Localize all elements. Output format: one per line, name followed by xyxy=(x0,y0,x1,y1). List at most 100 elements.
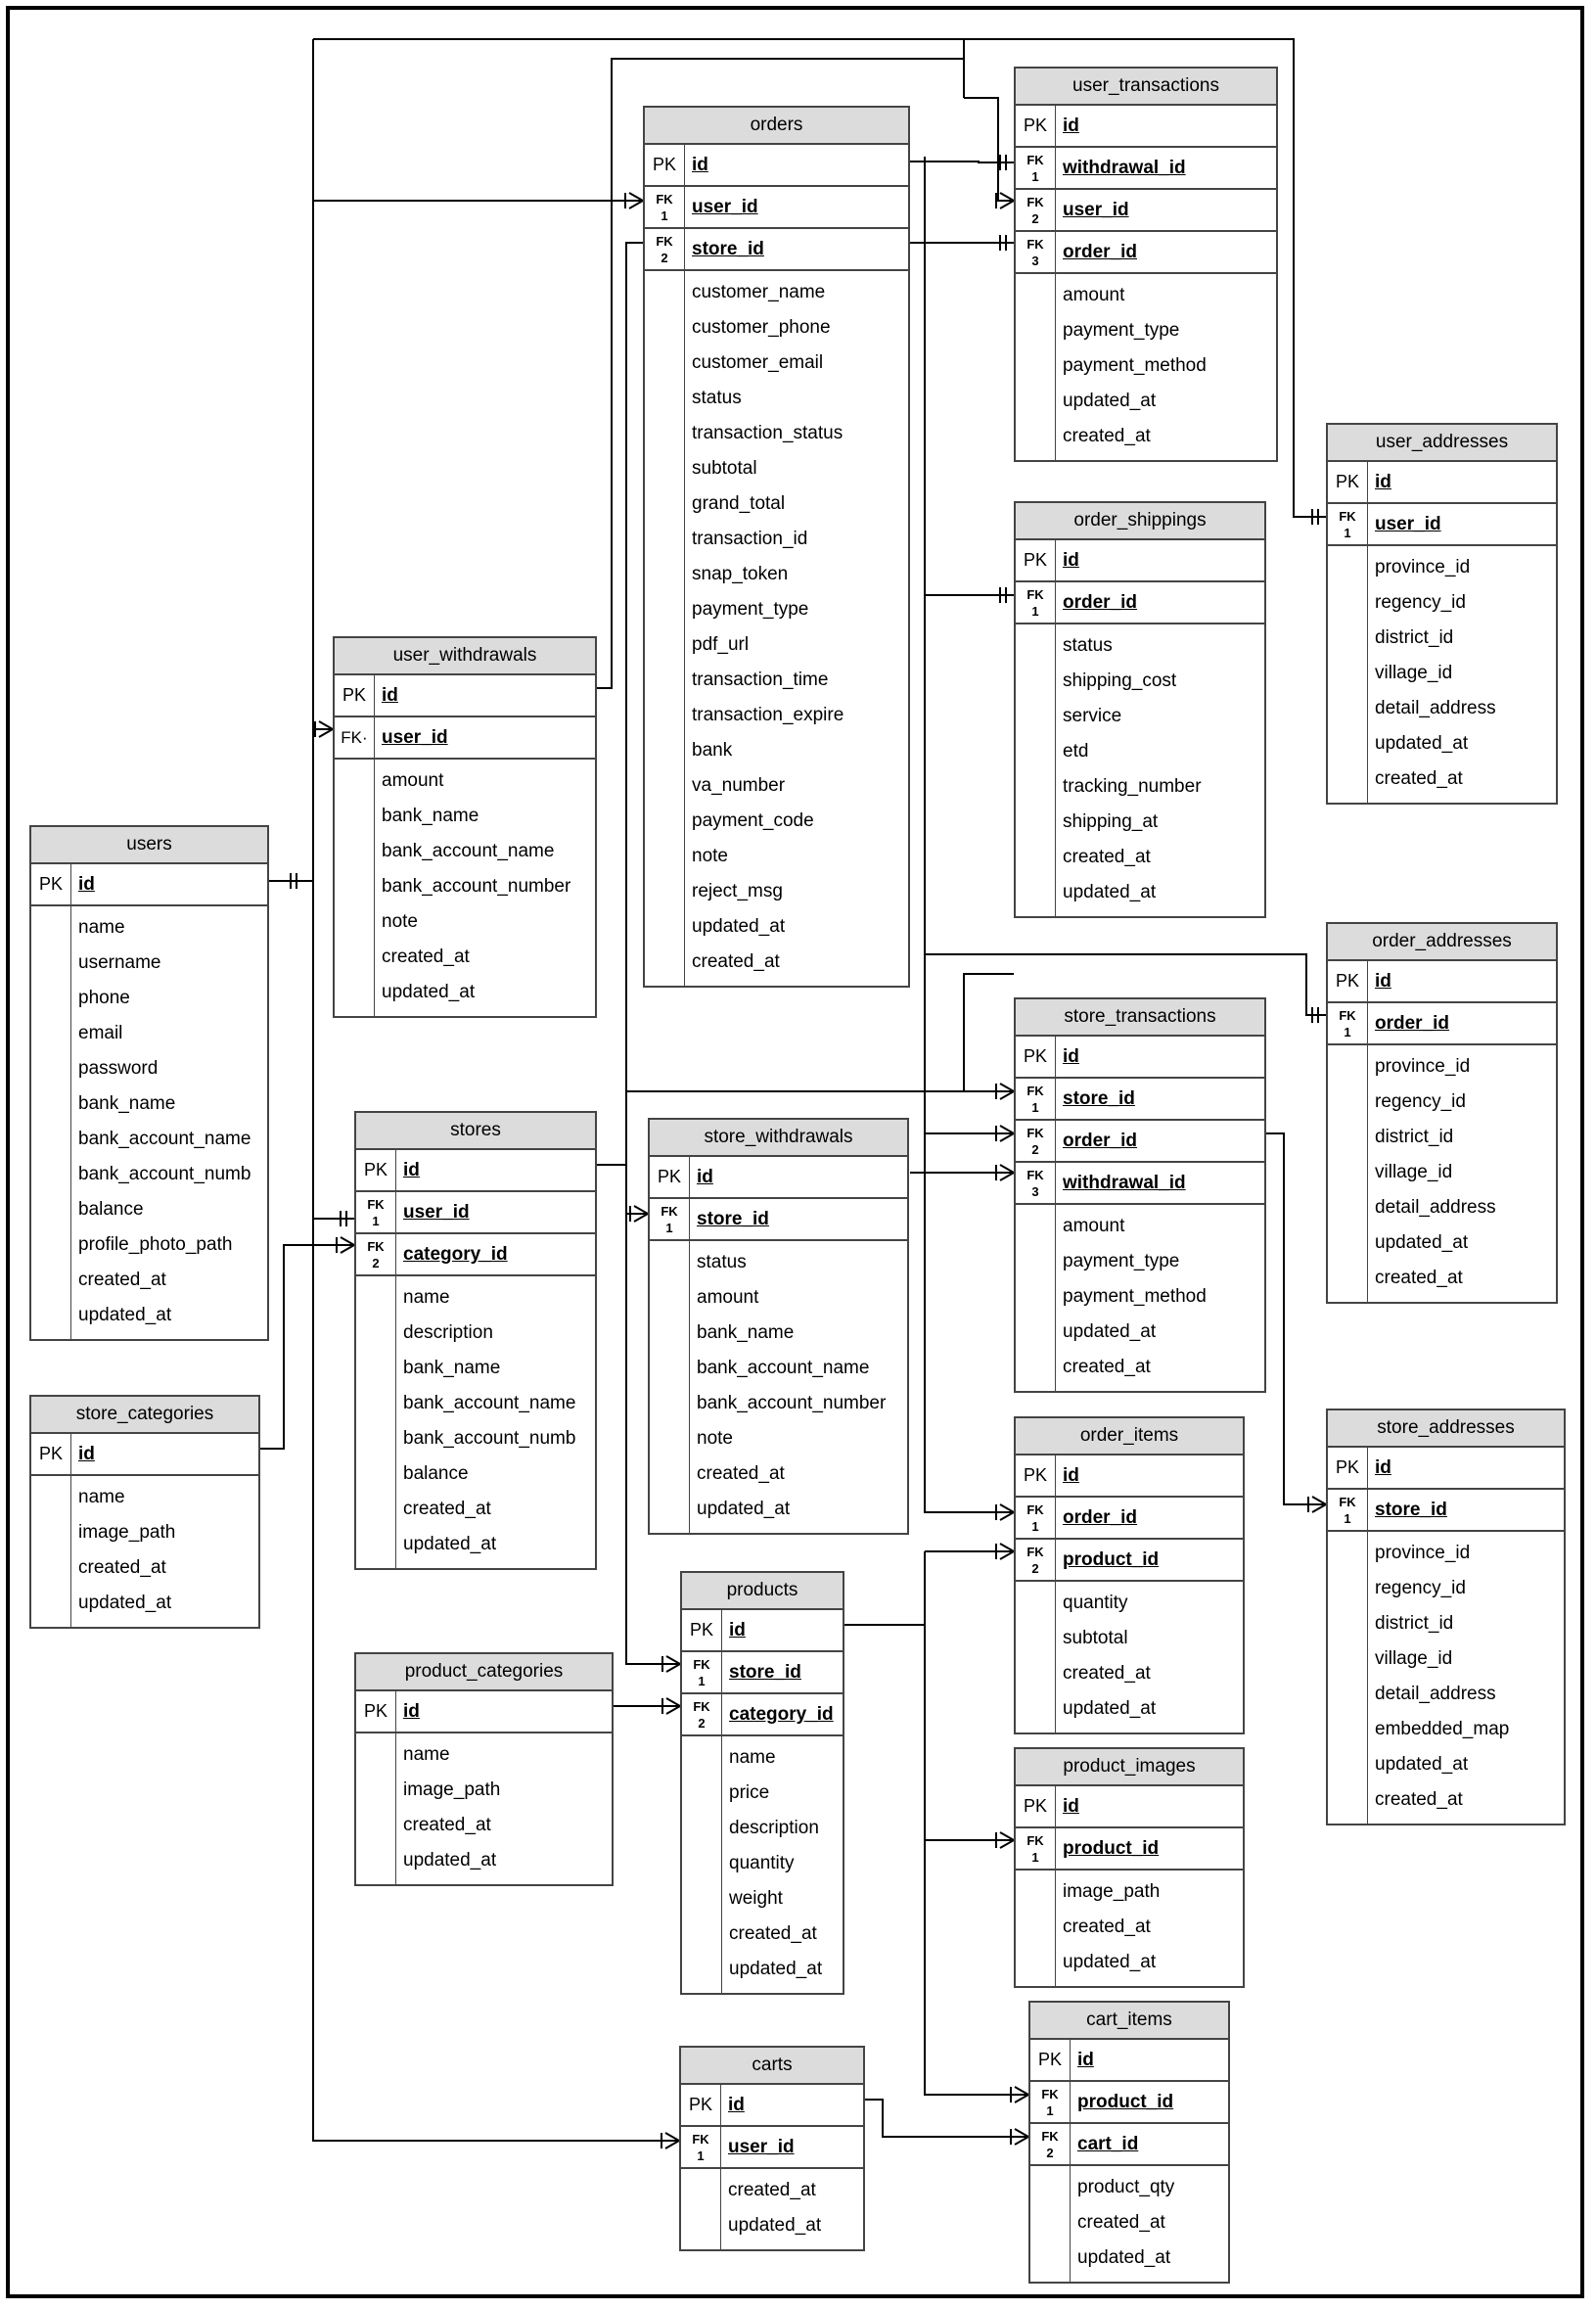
attribute-row: bank xyxy=(645,733,908,768)
field-name: customer_phone xyxy=(692,317,831,338)
field-name: district_id xyxy=(1375,1127,1454,1147)
attribute-row: amount xyxy=(335,763,595,799)
relationship-line xyxy=(865,2099,1028,2138)
table-title: store_withdrawals xyxy=(650,1120,907,1157)
field-name: image_path xyxy=(403,1779,501,1800)
table-title: order_shippings xyxy=(1016,503,1264,540)
attribute-row: created_at xyxy=(31,1550,258,1586)
field-name: shipping_cost xyxy=(1063,670,1177,691)
table-title: user_withdrawals xyxy=(335,638,595,675)
relationship-line xyxy=(313,38,965,98)
relationship-line xyxy=(633,1213,649,1223)
attribute-row: village_id xyxy=(1328,1641,1564,1677)
field-name: created_at xyxy=(1375,768,1463,789)
attribute-row: village_id xyxy=(1328,656,1556,691)
field-name: name xyxy=(403,1744,450,1765)
field-name: updated_at xyxy=(1063,1321,1157,1342)
attribute-row: name xyxy=(356,1737,612,1773)
attribute-row: bank_account_number xyxy=(335,869,595,904)
field-name: customer_name xyxy=(692,282,826,302)
attribute-row: transaction_expire xyxy=(645,698,908,733)
field-name: description xyxy=(403,1322,493,1343)
table-title: store_transactions xyxy=(1016,999,1264,1037)
key-label: PK xyxy=(652,155,676,174)
field-name: created_at xyxy=(1077,2212,1165,2233)
field-name: bank_name xyxy=(78,1093,176,1114)
attribute-row: updated_at xyxy=(650,1492,907,1527)
field-name: bank_account_number xyxy=(697,1393,887,1413)
attribute-row: subtotal xyxy=(1016,1621,1243,1656)
attribute-row: regency_id xyxy=(1328,1085,1556,1120)
field-name: cart_id xyxy=(1077,2134,1139,2154)
key-label: PK xyxy=(657,1167,681,1186)
attribute-row: image_path xyxy=(356,1773,612,1808)
field-name: updated_at xyxy=(1375,733,1469,754)
attribute-row: created_at xyxy=(1030,2205,1228,2241)
attribute-row: username xyxy=(31,946,267,981)
relationship-line xyxy=(924,157,1014,1513)
attribute-row: customer_name xyxy=(645,275,908,310)
attribute-row: customer_email xyxy=(645,346,908,381)
relationship-line xyxy=(999,1543,1015,1552)
field-name: product_id xyxy=(1063,1549,1160,1570)
field-name: created_at xyxy=(403,1499,491,1519)
relationship-line xyxy=(664,2140,680,2149)
attribute-row: updated_at xyxy=(1328,726,1556,762)
attribute-row: created_at xyxy=(1016,1910,1243,1945)
attribute-row: updated_at xyxy=(1328,1747,1564,1782)
field-name: withdrawal_id xyxy=(1063,1173,1186,1193)
field-name: category_id xyxy=(729,1704,834,1725)
attribute-row: image_path xyxy=(1016,1874,1243,1910)
relationship-line xyxy=(999,1164,1015,1174)
relationship-line xyxy=(999,1511,1015,1521)
attribute-row: district_id xyxy=(1328,1120,1556,1155)
field-name: reject_msg xyxy=(692,881,783,901)
attribute-row: bank_name xyxy=(335,799,595,834)
field-name: pdf_url xyxy=(692,634,750,655)
field-name: note xyxy=(697,1428,733,1449)
attribute-row: created_at xyxy=(681,2173,863,2208)
table-title: orders xyxy=(645,108,908,145)
attribute-row: updated_at xyxy=(356,1843,612,1878)
table-title: user_addresses xyxy=(1328,425,1556,462)
field-name: payment_code xyxy=(692,810,814,831)
field-name: grand_total xyxy=(692,493,786,514)
relationship-line xyxy=(597,58,964,689)
attribute-row: created_at xyxy=(1016,840,1264,875)
attribute-row: payment_method xyxy=(1016,348,1276,384)
attribute-row: balance xyxy=(356,1456,595,1492)
field-name: transaction_expire xyxy=(692,705,844,725)
field-name: id xyxy=(1375,971,1391,992)
field-name: updated_at xyxy=(78,1593,172,1613)
field-name: password xyxy=(78,1058,159,1079)
attribute-row: shipping_at xyxy=(1016,805,1264,840)
table-title: cart_items xyxy=(1030,2003,1228,2040)
field-name: status xyxy=(1063,635,1113,656)
field-name: created_at xyxy=(1063,1917,1151,1937)
field-name: image_path xyxy=(78,1522,176,1543)
relationship-line xyxy=(999,1550,1015,1560)
field-name: embedded_map xyxy=(1375,1719,1510,1739)
key-column xyxy=(1328,1448,1368,1824)
field-name: created_at xyxy=(1375,1789,1463,1810)
attribute-row: village_id xyxy=(1328,1155,1556,1190)
field-name: name xyxy=(729,1747,776,1768)
